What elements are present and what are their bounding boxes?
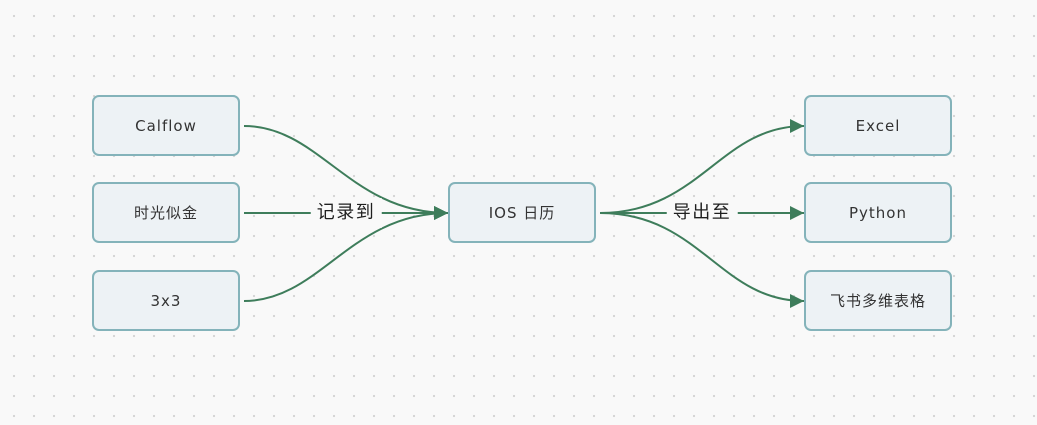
node-calflow[interactable]: Calflow bbox=[92, 95, 240, 156]
node-3x3[interactable]: 3x3 bbox=[92, 270, 240, 331]
edge-label-record: 记录到 bbox=[310, 198, 382, 228]
node-excel[interactable]: Excel bbox=[804, 95, 952, 156]
edge-ios-to-feishu bbox=[599, 212, 805, 308]
edge-calflow-to-ios bbox=[243, 125, 449, 220]
edge-label-export: 导出至 bbox=[666, 198, 738, 228]
node-feishu-bitable[interactable]: 飞书多维表格 bbox=[804, 270, 952, 331]
edge-3x3-to-ios bbox=[243, 206, 449, 302]
node-python[interactable]: Python bbox=[804, 182, 952, 243]
edge-ios-to-excel bbox=[599, 119, 805, 214]
node-shiguang[interactable]: 时光似金 bbox=[92, 182, 240, 243]
node-ios-calendar[interactable]: IOS 日历 bbox=[448, 182, 596, 243]
